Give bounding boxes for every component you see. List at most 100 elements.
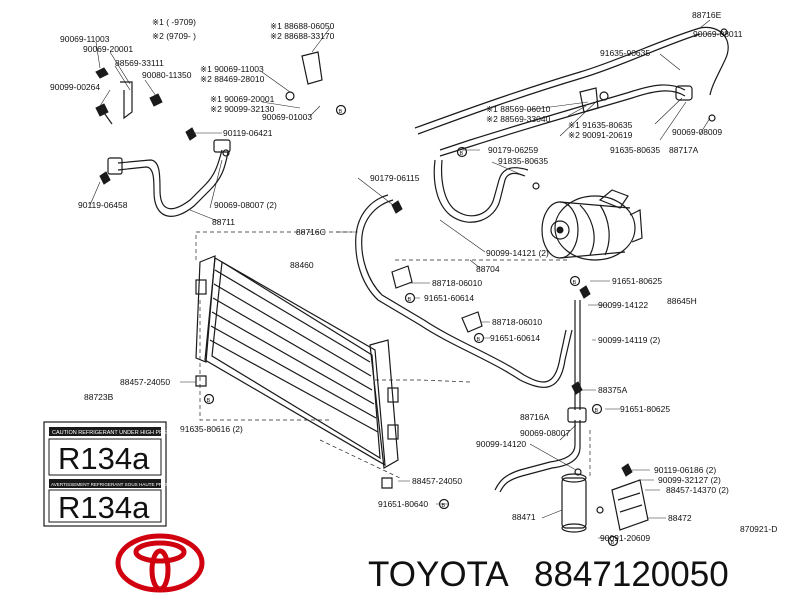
bolt-icon [195, 375, 207, 387]
clamp-icon [120, 81, 133, 120]
o-ring-icon [720, 28, 728, 36]
part-label: 90099-14120 [476, 439, 526, 449]
part-label: 90099-14119 (2) [598, 335, 660, 345]
compressor [541, 189, 643, 261]
part-label: 88718-06010 [432, 278, 482, 288]
part-label: 91651-60614 [490, 333, 540, 343]
note-2: ※2 (9709- ) [152, 31, 196, 41]
condenser-88460 [195, 255, 399, 469]
clamp-icon [461, 311, 483, 333]
note-1: ※1 ( -9709) [152, 17, 196, 27]
part-label: 90080-11350 [142, 70, 192, 80]
brand-name: TOYOTA [368, 555, 509, 594]
part-labels: 90069-11003 90069-20001 88569-33111 9008… [50, 10, 777, 543]
part-label: 88471 [512, 512, 536, 522]
pipe-88716a [494, 407, 587, 493]
circled-b-marker: B [404, 292, 416, 304]
o-ring-icon [574, 468, 582, 476]
part-label: 88716E [692, 10, 722, 20]
svg-text:B: B [611, 540, 615, 546]
caution-label-88723b: CAUTION REFRIGERANT UNDER HIGH PRESSURE … [43, 421, 186, 527]
clamp-icon [579, 87, 599, 113]
part-label: 88457-24050 [120, 377, 170, 387]
part-label: 90179-06259 [488, 145, 538, 155]
part-label: 91835-80635 [498, 156, 548, 166]
part-label: 90069-20001 [83, 44, 133, 54]
part-label: 90069-08011 [693, 29, 743, 39]
part-label: 91651-80640 [378, 499, 428, 509]
bolt-icon [95, 67, 109, 79]
part-label: 88457-24050 [412, 476, 462, 486]
o-ring-icon [596, 506, 604, 514]
part-label: 90069-08007 (2) [214, 200, 277, 210]
circled-b-marker: B [203, 393, 215, 405]
bolt-icon [99, 171, 111, 185]
part-label: ※1 88569-06010 [486, 104, 551, 114]
svg-text:B: B [595, 408, 599, 414]
pipe-88716c [355, 194, 573, 388]
part-label: 88716C [296, 227, 326, 237]
bolt-icon [95, 103, 113, 125]
circled-b-marker: B [569, 275, 581, 287]
part-label: 90119-06458 [78, 200, 128, 210]
part-label: 88457-14370 (2) [666, 485, 729, 495]
part-label: 90069-01003 [262, 112, 312, 122]
o-ring-icon [532, 182, 540, 190]
refrigerant-value-1: R134a [58, 441, 150, 476]
part-label: 88723B [84, 392, 114, 402]
part-label: 90069-08007 [520, 428, 570, 438]
part-label: 90099-14122 [598, 300, 648, 310]
svg-text:B: B [573, 280, 577, 286]
svg-text:B: B [477, 337, 481, 343]
bolt-icon [579, 285, 591, 299]
part-label: 91651-80625 [620, 404, 670, 414]
part-label: 90099-32127 (2) [658, 475, 721, 485]
svg-text:B: B [460, 151, 464, 157]
circled-b-marker: B [473, 332, 485, 344]
dashed-boundaries [195, 231, 591, 479]
part-label: 91635-80635 [610, 145, 660, 155]
part-label: 90099-14121 (2) [486, 248, 549, 258]
clamp-icon [391, 265, 413, 289]
part-label: 91635-90635 [600, 48, 650, 58]
part-label: ※2 90091-20619 [568, 130, 633, 140]
circled-b-marker: B [607, 535, 619, 547]
part-label: 90069-08009 [672, 127, 722, 137]
part-label: 91651-80625 [612, 276, 662, 286]
part-label: 91651-60614 [424, 293, 474, 303]
part-label: ※1 90069-20001 [210, 94, 275, 104]
bracket-88472 [611, 479, 649, 531]
part-label: 88472 [668, 513, 692, 523]
part-label: 88645H [667, 296, 697, 306]
hose-88704 [433, 159, 529, 223]
part-label: 88569-33111 [115, 58, 164, 68]
part-label: 91635-80616 (2) [180, 424, 243, 434]
part-label: 90179-06115 [370, 173, 420, 183]
part-label: ※1 88688-06050 [270, 21, 335, 31]
pipe-88716e [414, 26, 729, 135]
svg-text:B: B [408, 297, 412, 303]
svg-text:B: B [339, 109, 343, 115]
circled-b-marker: B [591, 403, 603, 415]
part-label: 88711 [212, 217, 235, 227]
part-label: 90099-00264 [50, 82, 100, 92]
o-ring-icon [708, 114, 716, 122]
note-lines: ※1 ( -9709) ※2 (9709- ) [152, 17, 196, 41]
part-label: 88717A [669, 145, 699, 155]
bolt-icon [621, 463, 633, 477]
circled-b-marker: B [335, 104, 347, 116]
hose-88711 [107, 139, 231, 217]
diagram-code: 870921-D [740, 524, 777, 534]
circled-b-marker: B [456, 146, 468, 158]
part-label: ※1 90069-11003 [200, 64, 264, 74]
bolt-icon [391, 200, 403, 214]
caution-header-2: AVERTISSEMENT REFRIGERANT SOUS HAUTE PRE… [51, 482, 180, 487]
part-label: 90069-11003 [60, 34, 110, 44]
part-label: 88375A [598, 385, 628, 395]
bolt-icon [185, 127, 197, 141]
pipe-88717a [439, 84, 693, 157]
caution-header-1: CAUTION REFRIGERANT UNDER HIGH PRESSURE [52, 430, 186, 436]
part-label: ※2 88688-33170 [270, 31, 335, 41]
svg-text:B: B [207, 398, 211, 404]
